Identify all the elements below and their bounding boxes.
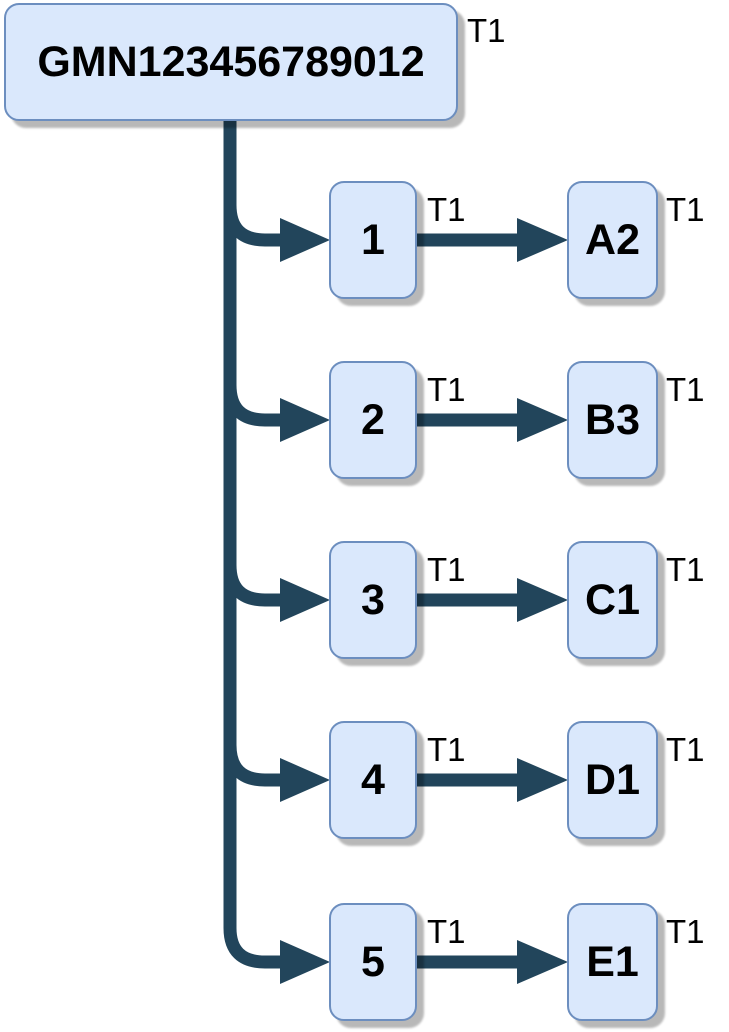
- source-node-3: 3: [329, 541, 417, 659]
- source-node-tag: T1: [427, 913, 466, 950]
- link-arrowhead-2: [517, 398, 568, 442]
- branch-connector-3: [223, 564, 282, 607]
- branch-arrowhead-1: [280, 218, 330, 262]
- target-node-label: C1: [585, 575, 640, 624]
- source-node-label: 2: [361, 395, 385, 444]
- target-node-tag: T1: [666, 191, 705, 228]
- source-node-label: 4: [361, 755, 385, 804]
- target-node-c1: C1: [567, 541, 658, 659]
- link-arrowhead-4: [517, 758, 568, 802]
- target-node-a2: A2: [567, 181, 658, 299]
- source-node-4: 4: [329, 721, 417, 839]
- source-node-label: 3: [361, 575, 385, 624]
- target-node-d1: D1: [567, 721, 658, 839]
- source-node-label: 5: [361, 937, 385, 986]
- target-node-label: D1: [585, 755, 640, 804]
- branch-arrowhead-5: [280, 940, 330, 984]
- branch-arrowhead-4: [280, 758, 330, 802]
- target-node-e1: E1: [567, 903, 658, 1021]
- target-node-label: A2: [585, 215, 640, 264]
- target-node-tag: T1: [666, 371, 705, 408]
- target-node-tag: T1: [666, 731, 705, 768]
- source-node-1: 1: [329, 181, 417, 299]
- trunk-connector: [223, 118, 282, 969]
- link-arrowhead-5: [517, 940, 568, 984]
- branch-connector-4: [223, 744, 282, 787]
- source-node-tag: T1: [427, 191, 466, 228]
- link-arrowhead-3: [517, 578, 568, 622]
- source-node-tag: T1: [427, 731, 466, 768]
- root-node-tag: T1: [467, 12, 506, 49]
- source-node-tag: T1: [427, 371, 466, 408]
- branch-connector-2: [223, 384, 282, 427]
- target-node-label: B3: [585, 395, 640, 444]
- target-node-tag: T1: [666, 913, 705, 950]
- link-arrowhead-1: [517, 218, 568, 262]
- branch-arrowhead-3: [280, 578, 330, 622]
- root-node: GMN123456789012: [4, 3, 458, 121]
- target-node-label: E1: [586, 937, 639, 986]
- target-node-b3: B3: [567, 361, 658, 479]
- branch-arrowhead-2: [280, 398, 330, 442]
- source-node-tag: T1: [427, 551, 466, 588]
- source-node-5: 5: [329, 903, 417, 1021]
- branch-connector-1: [223, 204, 282, 247]
- source-node-label: 1: [361, 215, 385, 264]
- target-node-tag: T1: [666, 551, 705, 588]
- root-node-label: GMN123456789012: [37, 37, 425, 86]
- source-node-2: 2: [329, 361, 417, 479]
